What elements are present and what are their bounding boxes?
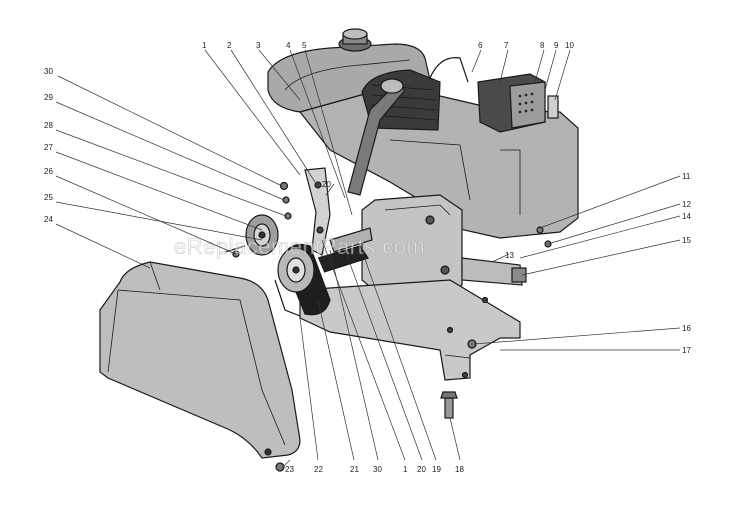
callout-13: 13 — [505, 251, 514, 260]
engine-mount-plate — [299, 279, 521, 381]
callout-15: 15 — [682, 236, 691, 245]
callout-3: 3 — [256, 41, 261, 50]
callout-23: 23 — [285, 465, 294, 474]
callout-20-bottom: 20 — [417, 465, 426, 474]
callout-21: 21 — [350, 465, 359, 474]
callout-24: 24 — [44, 215, 53, 224]
callout-1-bottom: 1 — [403, 465, 408, 474]
callout-27: 27 — [44, 143, 53, 152]
callout-4: 4 — [286, 41, 291, 50]
watermark-text: eReplacementParts.com — [174, 234, 425, 259]
callout-30-bottom: 30 — [373, 465, 382, 474]
callout-20-upper: 20 — [322, 180, 331, 189]
leader-lines — [55, 49, 681, 469]
callout-7: 7 — [504, 41, 509, 50]
callout-6: 6 — [478, 41, 483, 50]
callout-30-top: 30 — [44, 67, 53, 76]
callout-26: 26 — [44, 167, 53, 176]
engine — [267, 28, 579, 299]
drive-pulley-and-belts — [224, 214, 369, 317]
callout-10: 10 — [565, 41, 574, 50]
callout-12: 12 — [682, 200, 691, 209]
callout-8: 8 — [540, 41, 545, 50]
callout-16: 16 — [682, 324, 691, 333]
callout-19: 19 — [432, 465, 441, 474]
callout-9: 9 — [554, 41, 559, 50]
callout-25: 25 — [44, 193, 53, 202]
callout-5: 5 — [302, 41, 307, 50]
callout-1: 1 — [202, 41, 207, 50]
callout-17: 17 — [682, 346, 691, 355]
callout-labels: 1 2 3 4 5 6 7 8 9 10 30 29 28 27 26 25 2… — [44, 41, 691, 474]
idler-bracket — [304, 167, 373, 256]
callout-22: 22 — [314, 465, 323, 474]
callout-14: 14 — [682, 212, 691, 221]
callout-29: 29 — [44, 93, 53, 102]
belt-cover — [99, 261, 301, 459]
callout-28: 28 — [44, 121, 53, 130]
callout-2: 2 — [227, 41, 232, 50]
callout-11: 11 — [682, 172, 691, 181]
callout-18: 18 — [455, 465, 464, 474]
